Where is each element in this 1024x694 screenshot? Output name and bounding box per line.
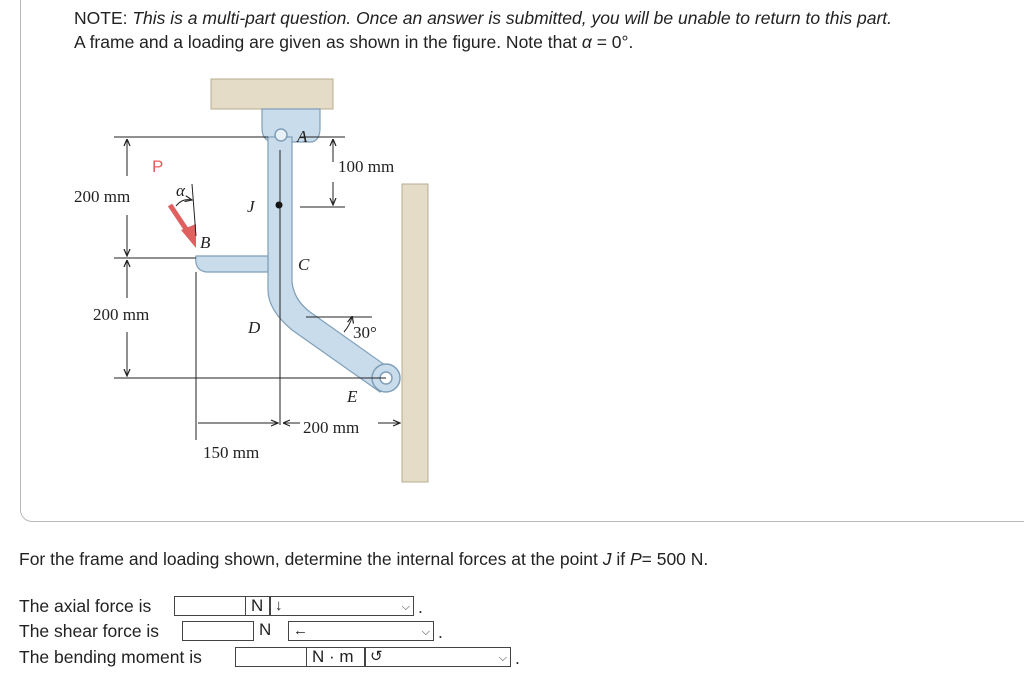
question-value: = 500 N. [641,549,709,569]
shear-direction-value: ← [293,622,308,639]
label-alpha: α [176,181,186,200]
question-prefix: For the frame and loading shown, determi… [19,549,598,569]
note-warning: This is a multi-part question. Once an a… [132,8,893,28]
frame-figure: P α A B C D E J 100 mm 200 mm 200 mm 150… [74,78,429,483]
load-p-arrowhead [181,224,196,248]
label-dim-200-top: 200 mm [74,187,130,206]
label-e: E [346,387,358,406]
axial-direction-value: ↓ [275,597,283,614]
chevron-down-icon: ⌵ [498,652,507,664]
chevron-down-icon: ⌵ [421,626,430,638]
label-a: A [296,127,308,146]
chevron-down-icon: ⌵ [401,601,410,613]
label-p: P [152,157,163,176]
axial-direction-select[interactable]: ↓ ⌵ [270,596,414,616]
label-angle-30: 30° [353,323,377,342]
question-var: P [629,549,642,569]
label-j: J [247,197,256,216]
moment-direction-value: ↺ [370,648,383,665]
note-line-2: A frame and a loading are given as shown… [74,32,633,52]
shear-force-unit: N [259,620,272,639]
axial-force-input[interactable] [174,596,246,616]
shear-direction-select[interactable]: ← ⌵ [288,621,434,641]
label-dim-200-bottom: 200 mm [303,418,359,437]
axial-period: . [418,597,423,617]
axial-force-unit: N [246,596,270,616]
moment-period: . [515,648,520,668]
alpha-value: = 0°. [596,32,634,52]
label-c: C [298,255,310,274]
alpha-symbol: α [581,32,592,52]
label-d: D [247,318,261,337]
shear-force-label: The shear force is [19,621,160,641]
member-arm-b [195,255,269,273]
load-p-arrow [167,203,191,234]
question-text: For the frame and loading shown, determi… [19,549,708,570]
label-dim-150: 150 mm [203,443,259,462]
question-point: J [602,549,612,569]
label-dim-200-mid: 200 mm [93,305,149,324]
note-description: A frame and a loading are given as shown… [74,32,577,52]
bending-moment-label: The bending moment is [19,647,202,667]
note-prefix: NOTE: [74,8,128,28]
note-panel [20,0,1024,522]
shear-period: . [438,622,443,642]
label-b: B [200,233,211,252]
pin-a [274,128,288,142]
bending-moment-input[interactable] [235,647,307,667]
bending-moment-unit: N · m [307,647,365,667]
ceiling-support [210,78,334,110]
wall-support [401,183,429,483]
question-mid: if [616,549,626,569]
axial-force-label: The axial force is [19,596,152,616]
moment-direction-select[interactable]: ↺ ⌵ [365,647,511,667]
point-j-dot [275,201,283,209]
note-line-1: NOTE: This is a multi-part question. Onc… [74,8,892,28]
label-dim-100: 100 mm [338,157,394,176]
shear-force-input[interactable] [182,621,254,641]
